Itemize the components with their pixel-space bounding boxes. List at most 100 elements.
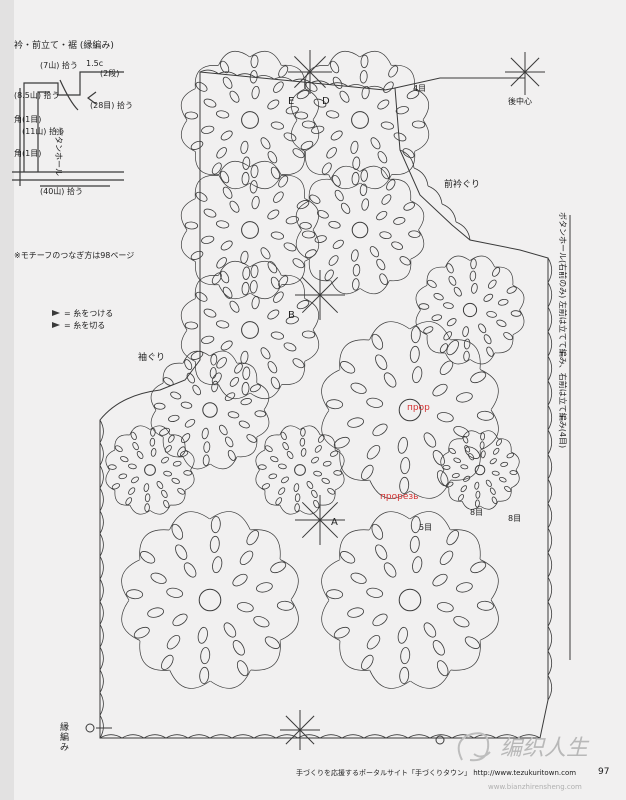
scallop	[341, 734, 365, 739]
red-note: прор	[407, 403, 430, 413]
scallop	[255, 75, 275, 80]
scallop	[547, 552, 553, 578]
detail-label: ボタンホール	[54, 128, 63, 176]
join-star	[295, 270, 345, 320]
detail-label: 1.5c	[86, 59, 104, 68]
scallop	[99, 465, 104, 489]
flower-motif	[321, 511, 499, 689]
scallop	[547, 405, 553, 431]
row-label: 8目	[470, 508, 484, 517]
scallop	[273, 76, 293, 82]
armhole-label: 袖ぐり	[138, 353, 166, 363]
cut-yarn-icon	[52, 322, 60, 328]
center-back-label: 後中心	[508, 97, 532, 106]
scallop	[99, 510, 104, 534]
scallop	[547, 380, 553, 406]
scallop	[427, 185, 443, 205]
scallop	[547, 478, 553, 504]
motif-letter: A	[331, 517, 338, 528]
scallop	[399, 149, 415, 169]
edging-label: 縁編み	[60, 723, 70, 753]
detail-label: (8.5山) 拾う	[14, 91, 60, 100]
flower-motif	[321, 321, 499, 499]
scallop	[547, 675, 553, 701]
scallop	[99, 578, 104, 602]
side-label: ボタンホール(右前のみ) 左前は立てて編み、右前は立て編み(4目)	[558, 212, 567, 449]
flower-motif	[180, 50, 320, 190]
scallop	[517, 734, 541, 739]
attach-yarn-icon	[52, 310, 60, 316]
scallop	[547, 454, 553, 480]
scallop	[99, 692, 104, 716]
join-star	[288, 50, 332, 94]
flower-motif	[121, 511, 299, 689]
detail-label: 角(1目)	[14, 115, 42, 124]
scallop	[121, 734, 145, 739]
scallop	[547, 331, 553, 357]
scallop	[99, 442, 104, 466]
page-number: 97	[598, 767, 610, 777]
row-label: 8目	[508, 514, 522, 523]
edging-scallops	[99, 69, 553, 739]
scallop	[495, 734, 519, 739]
motif-letter: D	[322, 96, 330, 107]
scallop	[347, 84, 367, 89]
scallop	[209, 734, 233, 739]
scallop	[385, 734, 409, 739]
scallop	[547, 601, 553, 627]
scallop	[547, 282, 553, 308]
red-note: прорезь	[380, 492, 419, 502]
scallop	[99, 646, 104, 671]
scallop	[547, 306, 553, 332]
scallop	[455, 221, 471, 241]
flower-motif	[150, 350, 270, 470]
scallop	[99, 624, 104, 648]
legend-symbols	[52, 310, 60, 328]
neck-label: 前衿ぐり	[444, 180, 481, 190]
join-stars	[280, 50, 545, 750]
join-star	[295, 495, 345, 545]
scallop	[218, 71, 238, 76]
scallop	[253, 734, 277, 739]
detail-label: (2段)	[100, 69, 120, 78]
scallop	[187, 734, 211, 739]
scallop	[99, 533, 104, 557]
join-star	[505, 52, 545, 92]
scallop	[329, 82, 349, 87]
scallop	[199, 69, 219, 75]
flower-motif	[105, 425, 195, 515]
footer-text: 手づくりを応援するポータルサイト「手づくりタウン」 http://www.tez…	[296, 769, 577, 777]
scallop	[310, 80, 330, 85]
scallop	[429, 734, 453, 739]
detail-label: (11山) 拾う	[22, 127, 65, 136]
legend-cut: = 糸を切る	[64, 321, 106, 330]
motif-grid	[105, 50, 525, 689]
scallop	[413, 167, 429, 187]
scallop	[441, 203, 457, 223]
legend-attach: = 糸をつける	[64, 309, 114, 318]
flower-motif	[255, 425, 345, 515]
scallop	[319, 734, 343, 739]
start-markers	[85, 723, 445, 745]
header-title: 衿・前立て・裾 (縁編み)	[14, 41, 114, 51]
detail-label: (7山) 拾う	[40, 61, 78, 70]
page-edge-shadow	[0, 0, 14, 800]
scallop	[547, 576, 553, 603]
flower-motif	[295, 165, 425, 295]
scallop	[547, 626, 553, 652]
flower-motif	[180, 260, 320, 400]
scallop	[363, 734, 387, 739]
scallop	[99, 487, 104, 512]
scallop	[99, 556, 104, 580]
motif-letter: E	[288, 96, 295, 107]
detail-label: 角(1目)	[14, 149, 42, 158]
edging-schematic	[12, 71, 124, 187]
scallop	[236, 73, 256, 78]
flower-motif	[415, 255, 525, 365]
join-star	[280, 710, 320, 750]
scallop	[407, 734, 431, 739]
scallop	[547, 355, 553, 382]
detail-label: (28目) 拾う	[90, 101, 133, 110]
